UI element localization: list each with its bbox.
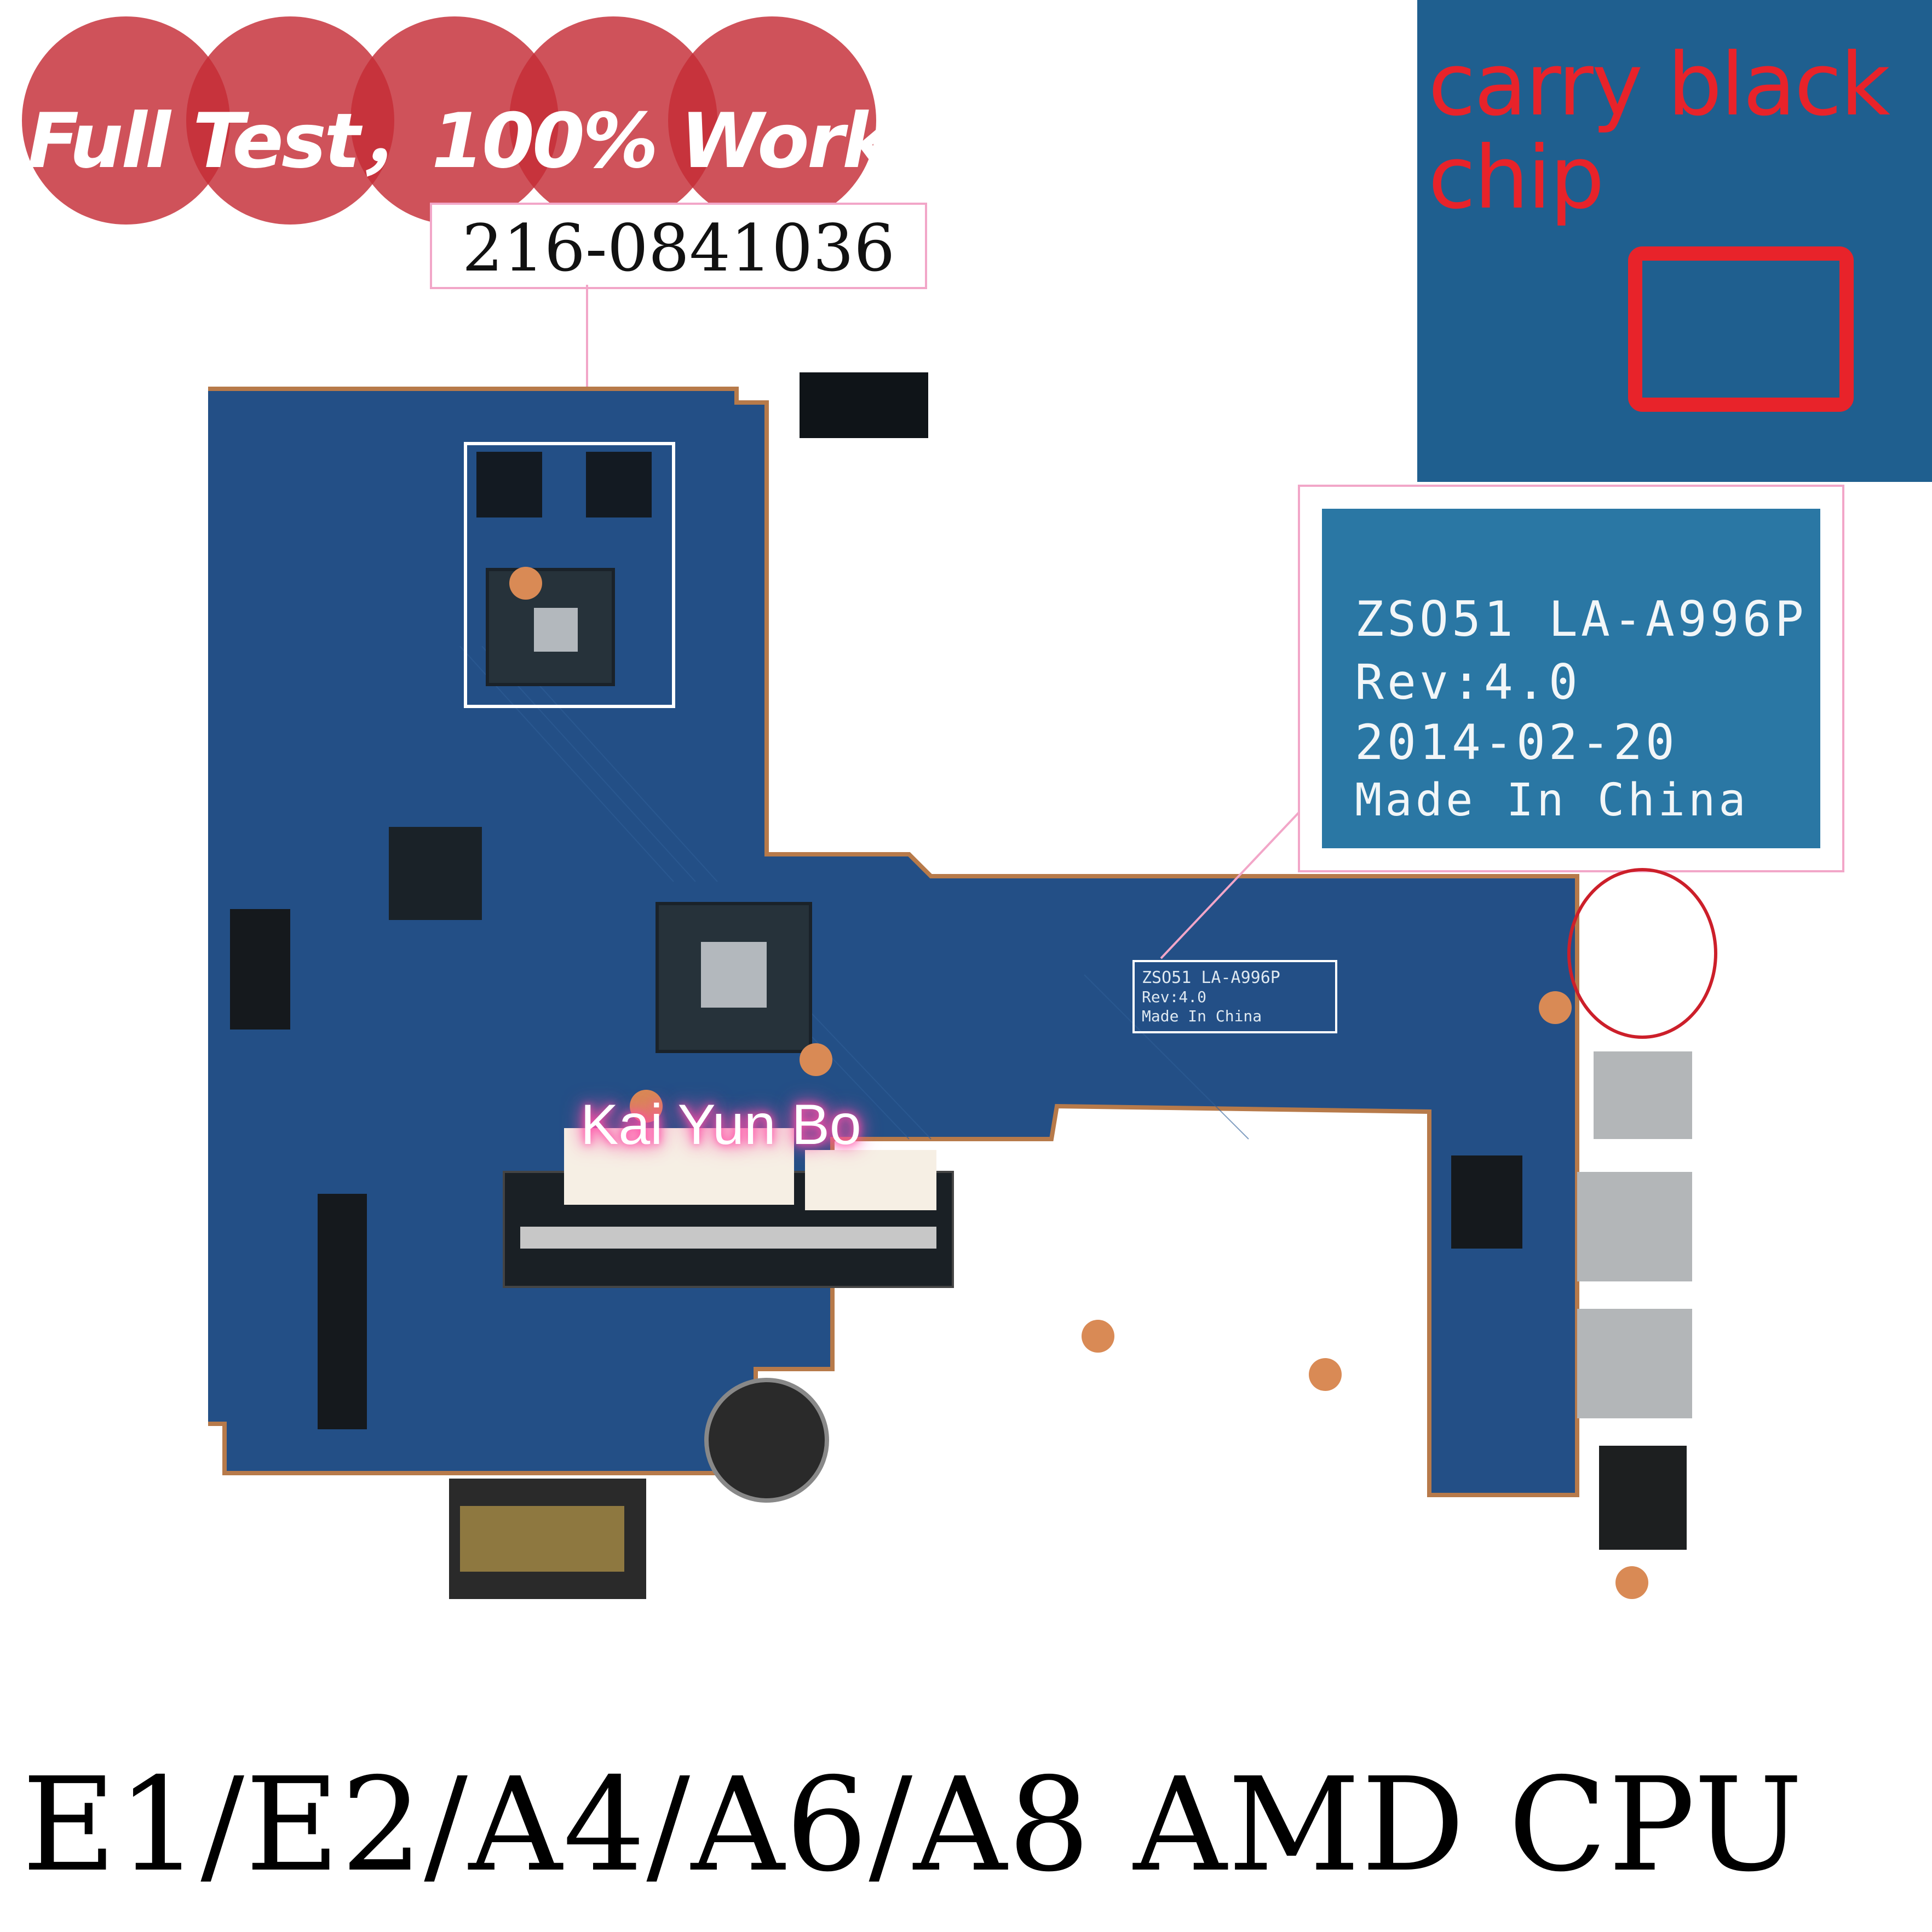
motherboard-photo: ZSO51 LA-A996P Rev:4.0 Made In China xyxy=(208,372,1692,1599)
board-rev-text: Rev:4.0 xyxy=(1142,988,1206,1006)
inset-origin-text: Made In China xyxy=(1355,774,1749,826)
highlight-circle xyxy=(1567,868,1717,1039)
gpu-frame xyxy=(464,442,675,708)
vram-chip xyxy=(476,452,542,518)
usb-port xyxy=(1577,1309,1692,1418)
board-label-frame xyxy=(1132,960,1337,1033)
sata-connector xyxy=(230,909,290,1030)
part-number-text: 216-0841036 xyxy=(462,210,895,286)
inset-leader-line xyxy=(1160,807,1304,959)
chip-inset: carry black chip xyxy=(1417,0,1932,482)
chip-highlight-box xyxy=(1628,246,1854,412)
label-inset: ZSO51 LA-A996P Rev:4.0 2014-02-20 Made I… xyxy=(1298,485,1844,872)
lan-chip xyxy=(1451,1155,1522,1249)
hdmi-port xyxy=(1594,1051,1692,1139)
date-sticker xyxy=(805,1150,936,1210)
promo-badge: Full Test，100% Work xyxy=(22,16,893,225)
inset-model-text: ZSO51 LA-A996P xyxy=(1355,591,1807,647)
leader-line xyxy=(586,285,588,441)
chip-label: carry black chip xyxy=(1428,34,1890,228)
inset-date-text: 2014-02-20 xyxy=(1355,714,1678,771)
vram-chip xyxy=(586,452,652,518)
seller-watermark: Kai Yun Bo xyxy=(580,1093,861,1157)
cpu-die xyxy=(701,942,767,1008)
mount-holes xyxy=(509,567,1648,1599)
cmos-battery xyxy=(704,1378,829,1503)
badge-text: Full Test，100% Work xyxy=(27,97,893,185)
gpu-package xyxy=(486,568,615,686)
badge-circle xyxy=(668,16,876,225)
ram-contacts xyxy=(520,1227,936,1249)
ec-chip xyxy=(389,827,482,920)
inset-rev-text: Rev:4.0 xyxy=(1355,654,1581,710)
ethernet-port xyxy=(1577,1172,1692,1281)
gpu-die xyxy=(534,608,578,652)
card-reader-tape xyxy=(460,1506,624,1572)
audio-jack xyxy=(1599,1446,1687,1550)
label-inset-photo: ZSO51 LA-A996P Rev:4.0 2014-02-20 Made I… xyxy=(1322,509,1820,848)
sata-connector xyxy=(318,1194,367,1429)
power-connector xyxy=(800,372,928,438)
board-origin-text: Made In China xyxy=(1142,1007,1262,1025)
part-number-box: 216-0841036 xyxy=(430,203,927,289)
board-model-text: ZSO51 LA-A996P xyxy=(1142,968,1280,987)
models-caption: E1/E2/A4/A6/A8 AMD CPU xyxy=(22,1750,1804,1900)
serial-sticker xyxy=(564,1128,794,1205)
